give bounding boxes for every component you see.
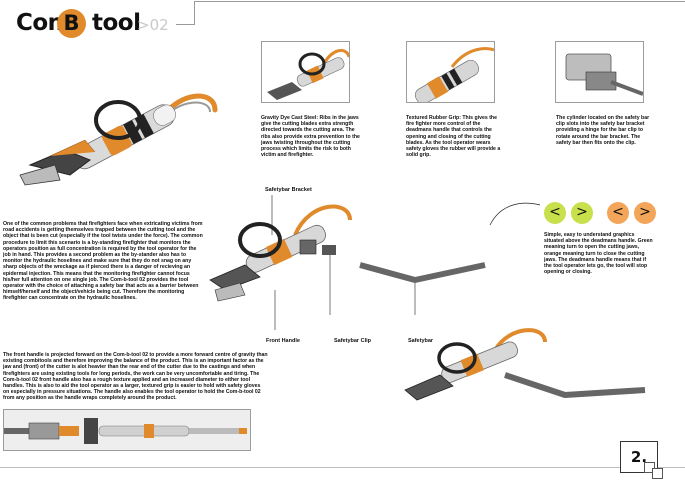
thumbnail-clip (555, 41, 644, 103)
title-number: >02 (137, 16, 169, 34)
frame-vertical-rule (194, 1, 195, 25)
corner-square-b (652, 468, 663, 479)
corner-square-a (644, 462, 655, 473)
graphics-explanation-text: Simple, easy to understand graphics situ… (544, 232, 653, 276)
clip-feature-text: The cylinder located on the safety bar c… (556, 115, 650, 146)
front-handle-text: The front handle is projected forward on… (3, 352, 268, 402)
label-front-handle: Front Handle (266, 338, 300, 344)
frame-bottom-rule (0, 467, 685, 468)
frame-top-rule (194, 1, 685, 2)
open-right-arrow-button: > (571, 202, 593, 224)
page-number: 2. (620, 441, 658, 473)
title-tool: tool (92, 10, 141, 36)
safetybar-assembly-render (209, 195, 486, 330)
label-safetybar-clip: Safetybar Clip (334, 338, 371, 344)
close-left-arrow-button: < (607, 202, 629, 224)
open-left-arrow-button: < (544, 202, 566, 224)
tool-with-safetybar-render (404, 328, 646, 401)
title-b-circle: B (57, 9, 86, 38)
close-right-arrow-button: > (634, 202, 656, 224)
decorative-curve (489, 202, 541, 226)
safety-problem-text: One of the common problems that firefigh… (3, 221, 203, 302)
hero-tool-render (19, 93, 218, 186)
thumbnail-grip (406, 41, 495, 103)
jaws-feature-text: Gravity Dye Cast Steel: Ribs in the jaws… (261, 115, 360, 159)
label-safetybar: Safetybar (408, 338, 434, 344)
grip-feature-text: Textured Rubber Grip: This gives the fir… (406, 115, 501, 159)
side-view-render (3, 409, 251, 451)
thumbnail-jaws (261, 41, 350, 103)
label-safetybar-bracket: Safetybar Bracket (265, 187, 312, 193)
frame-top-line (176, 24, 194, 25)
